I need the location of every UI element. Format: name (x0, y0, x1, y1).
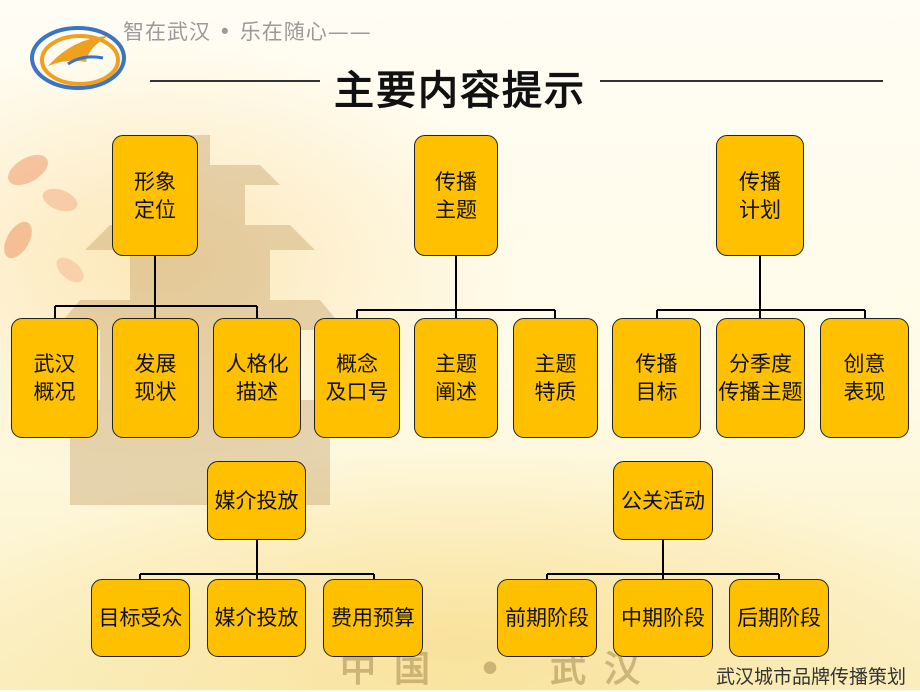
node-pr-activities[interactable]: 公关活动 (613, 461, 713, 540)
footer-brand: 武汉城市品牌传播策划 (715, 666, 906, 688)
node-budget[interactable]: 费用预算 (323, 579, 423, 657)
node-media-placement[interactable]: 媒介投放 (207, 461, 306, 540)
node-personification[interactable]: 人格化 描述 (213, 318, 301, 438)
page-title: 主要内容提示 (334, 68, 586, 114)
node-seasonal-theme[interactable]: 分季度 传播主题 (716, 318, 805, 438)
node-concept-slogan[interactable]: 概念 及口号 (314, 318, 400, 438)
node-middle-stage[interactable]: 中期阶段 (613, 579, 713, 657)
node-early-stage[interactable]: 前期阶段 (497, 579, 597, 657)
slogan: 智在武汉 • 乐在随心—— (123, 20, 372, 44)
node-late-stage[interactable]: 后期阶段 (729, 579, 829, 657)
node-wuhan-overview[interactable]: 武汉 概况 (11, 318, 98, 438)
node-creative-expression[interactable]: 创意 表现 (820, 318, 909, 438)
petal-decoration-icon (4, 154, 84, 283)
node-communication-goal[interactable]: 传播 目标 (612, 318, 701, 438)
node-communication-theme[interactable]: 传播 主题 (414, 135, 498, 256)
node-theme-explanation[interactable]: 主题 阐述 (414, 318, 498, 438)
title-rule-left (150, 80, 320, 82)
title-rule-right (600, 80, 883, 82)
node-communication-plan[interactable]: 传播 计划 (716, 135, 804, 256)
crane-logo-icon (30, 26, 126, 90)
node-target-audience[interactable]: 目标受众 (91, 579, 190, 657)
node-theme-quality[interactable]: 主题 特质 (513, 318, 598, 438)
node-image-positioning[interactable]: 形象 定位 (112, 135, 198, 256)
node-media-placement-sub[interactable]: 媒介投放 (207, 579, 306, 657)
node-development-status[interactable]: 发展 现状 (112, 318, 199, 438)
